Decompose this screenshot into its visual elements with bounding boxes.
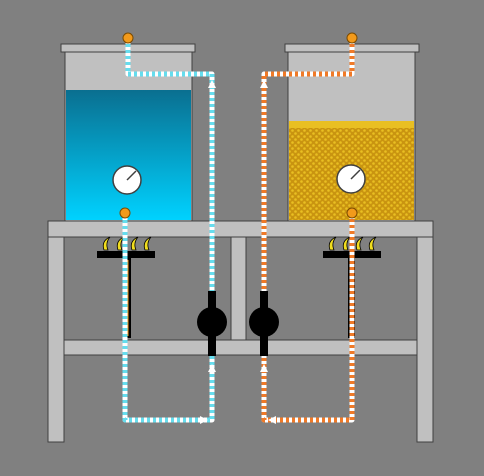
pump-icon <box>249 291 279 356</box>
flow-arrow-up-hot-bottom <box>260 364 268 372</box>
port-icon <box>119 207 131 219</box>
stand-right-leg <box>416 233 434 443</box>
stand-lower-rail <box>63 339 418 356</box>
flow-arrow-up-cold-top <box>208 80 216 88</box>
flow-arrow-right-cold <box>200 416 208 424</box>
flow-arrow-up-cold-bottom <box>208 364 216 372</box>
flow-arrows <box>200 80 276 424</box>
flow-arrow-up-hot-top <box>260 80 268 88</box>
port-icon <box>346 207 358 219</box>
port-icon <box>122 32 134 44</box>
port-icon <box>346 32 358 44</box>
support-stand <box>47 220 434 443</box>
flame-icon <box>328 236 377 251</box>
hot-loop-pipe <box>261 38 355 423</box>
flow-arrow-left-hot <box>268 416 276 424</box>
left-tank <box>60 43 196 222</box>
left-tank-liquid <box>66 90 191 220</box>
stand-center-post <box>230 233 247 355</box>
right-tank <box>284 43 420 222</box>
dial-gauge-icon <box>112 165 142 195</box>
right-tank-top-band <box>289 121 414 128</box>
dial-gauge-icon <box>336 164 366 194</box>
pump-icon <box>197 291 227 356</box>
stand-left-leg <box>47 233 65 443</box>
stand-top-shelf <box>47 220 434 238</box>
cold-loop-pipe <box>122 38 215 423</box>
left-burner-stem-highlight <box>127 260 129 336</box>
ports <box>119 32 358 219</box>
